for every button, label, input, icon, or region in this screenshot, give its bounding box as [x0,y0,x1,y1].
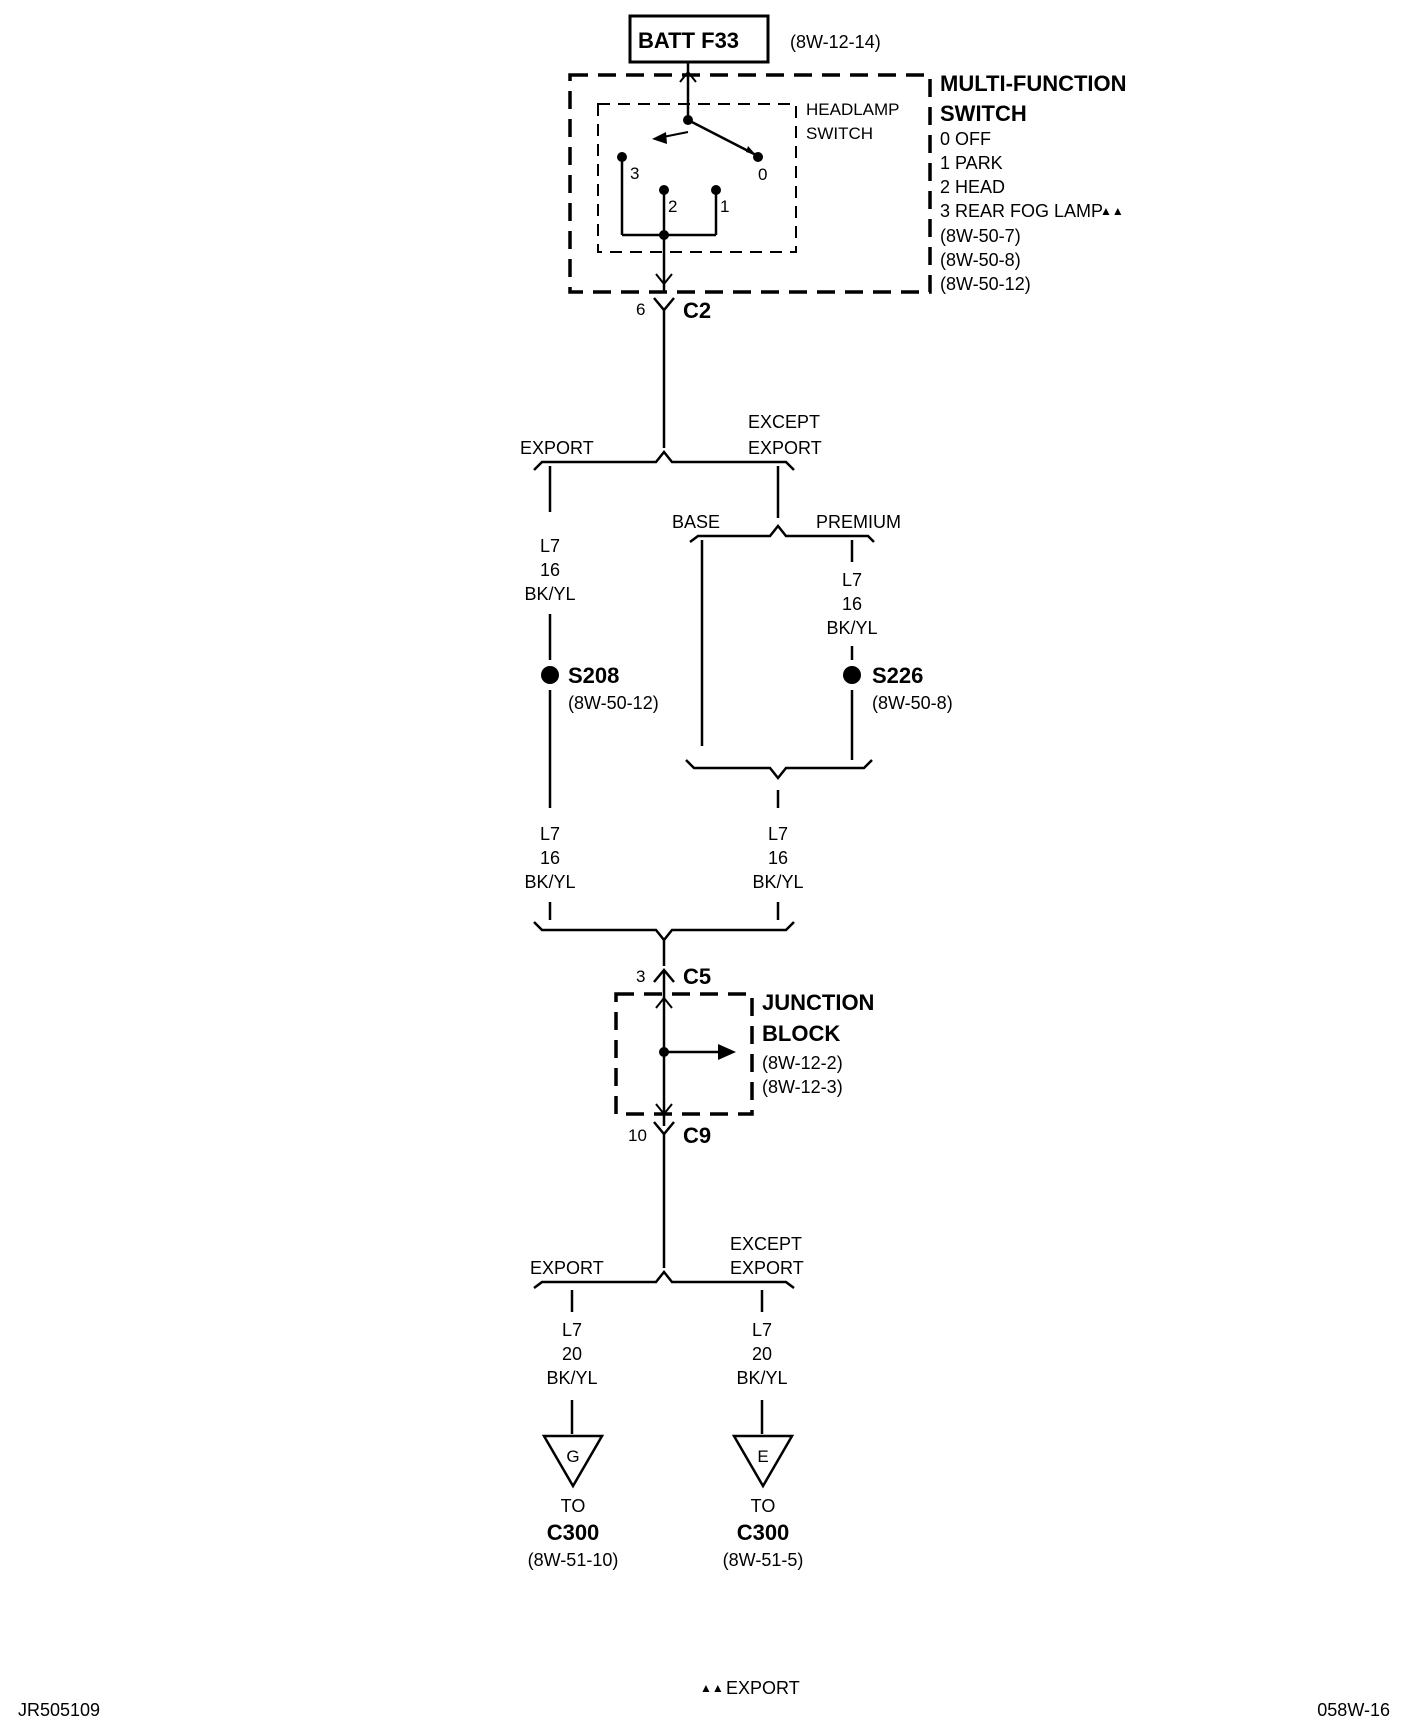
conn-e-letter: E [757,1447,768,1466]
wire-a-circuit: L7 [540,536,560,556]
mfs-position-2: 2 HEAD [940,177,1005,197]
wire-d-gauge: 16 [768,848,788,868]
footer-export-mark-icon: ▲▲ [700,1681,724,1695]
wire-label-a: L7 16 BK/YL [524,536,575,604]
mfs-title-1: MULTI-FUNCTION [940,71,1127,96]
s208-name: S208 [568,663,619,688]
wire-e-gauge: 20 [562,1344,582,1364]
c2-name: C2 [683,298,711,323]
wire-label-b: L7 16 BK/YL [826,570,877,638]
fuse-batt-f33: BATT F33 (8W-12-14) [628,14,881,64]
split-export-3: EXPORT EXCEPT EXPORT [530,1234,804,1289]
conn-e-to: TO [751,1496,776,1516]
wire-label-d: L7 16 BK/YL [752,824,803,892]
split2-left-label: BASE [672,512,720,532]
split2-right-label: PREMIUM [816,512,901,532]
conn-g-ref: (8W-51-10) [528,1550,619,1570]
merge-to-c5 [533,921,795,943]
mfs-position-0: 0 OFF [940,129,991,149]
terminal-1-label: 1 [720,197,729,216]
c2-pin: 6 [636,300,645,319]
split-base-premium: BASE PREMIUM [672,512,901,543]
split1-right-label-2: EXPORT [748,438,822,458]
s226-ref: (8W-50-8) [872,693,953,713]
mfs-ref-2: (8W-50-8) [940,250,1021,270]
c5-pin: 3 [636,967,645,986]
fuse-label: BATT F33 [638,28,739,53]
wire-a-gauge: 16 [540,560,560,580]
wire-c-circuit: L7 [540,824,560,844]
junction-block: JUNCTION BLOCK (8W-12-2) (8W-12-3) [614,970,874,1126]
mfs-ref-3: (8W-50-12) [940,274,1031,294]
terminal-2-label: 2 [668,197,677,216]
multi-function-switch: 3 2 1 0 HEADLAMP SWITCH MULTI-FUNCTION S… [568,62,1127,294]
terminal-0-label: 0 [758,165,767,184]
wire-label-e: L7 20 BK/YL [546,1320,597,1388]
split1-right-label-1: EXCEPT [748,412,820,432]
footer-left-id: JR505109 [18,1700,100,1720]
s226-name: S226 [872,663,923,688]
connector-c9: 10 C9 [628,1121,711,1148]
wire-d-circuit: L7 [768,824,788,844]
headlamp-switch-title-2: SWITCH [806,124,873,143]
split-export-1: EXPORT EXCEPT EXPORT [520,412,822,471]
wire-b-color: BK/YL [826,618,877,638]
c9-pin: 10 [628,1126,647,1145]
mfs-position-3: 3 REAR FOG LAMP [940,201,1103,221]
conn-e-name: C300 [737,1520,790,1545]
conn-g-to: TO [561,1496,586,1516]
wire-label-f: L7 20 BK/YL [736,1320,787,1388]
jb-title-1: JUNCTION [762,990,874,1015]
wire-f-gauge: 20 [752,1344,772,1364]
wire-c-gauge: 16 [540,848,560,868]
wire-d-color: BK/YL [752,872,803,892]
c5-name: C5 [683,964,711,989]
wire-b-circuit: L7 [842,570,862,590]
mfs-ref-1: (8W-50-7) [940,226,1021,246]
terminal-3-label: 3 [630,164,639,183]
merge-base-premium [685,759,873,781]
footer-right-page: 058W-16 [1317,1700,1390,1720]
wire-f-color: BK/YL [736,1368,787,1388]
fuse-ref: (8W-12-14) [790,32,881,52]
conn-g-letter: G [566,1447,579,1466]
footer: JR505109 ▲▲ EXPORT 058W-16 [18,1678,1390,1720]
split3-left-label: EXPORT [530,1258,604,1278]
footer-center-note: EXPORT [726,1678,800,1698]
jb-ref-1: (8W-12-2) [762,1053,843,1073]
jb-ref-2: (8W-12-3) [762,1077,843,1097]
headlamp-switch-title-1: HEADLAMP [806,100,900,119]
mfs-title-2: SWITCH [940,101,1027,126]
wire-a-color: BK/YL [524,584,575,604]
mfs-position-1: 1 PARK [940,153,1003,173]
wire-e-color: BK/YL [546,1368,597,1388]
wire-c-color: BK/YL [524,872,575,892]
split1-left-label: EXPORT [520,438,594,458]
inline-connector-e: E TO C300 (8W-51-5) [723,1434,804,1570]
wire-label-c: L7 16 BK/YL [524,824,575,892]
jb-title-2: BLOCK [762,1021,840,1046]
wire-b-gauge: 16 [842,594,862,614]
conn-g-name: C300 [547,1520,600,1545]
connector-c2: 6 C2 [636,297,711,323]
c9-name: C9 [683,1123,711,1148]
export-mark-icon: ▲▲ [1100,204,1124,218]
conn-e-ref: (8W-51-5) [723,1550,804,1570]
splice-s226: S226 (8W-50-8) [843,663,953,713]
wire-e-circuit: L7 [562,1320,582,1340]
split3-right-label-1: EXCEPT [730,1234,802,1254]
connector-c5: 3 C5 [636,964,711,989]
splice-s208: S208 (8W-50-12) [541,663,659,713]
inline-connector-g: G TO C300 (8W-51-10) [528,1434,619,1570]
split3-right-label-2: EXPORT [730,1258,804,1278]
wire-f-circuit: L7 [752,1320,772,1340]
s208-ref: (8W-50-12) [568,693,659,713]
